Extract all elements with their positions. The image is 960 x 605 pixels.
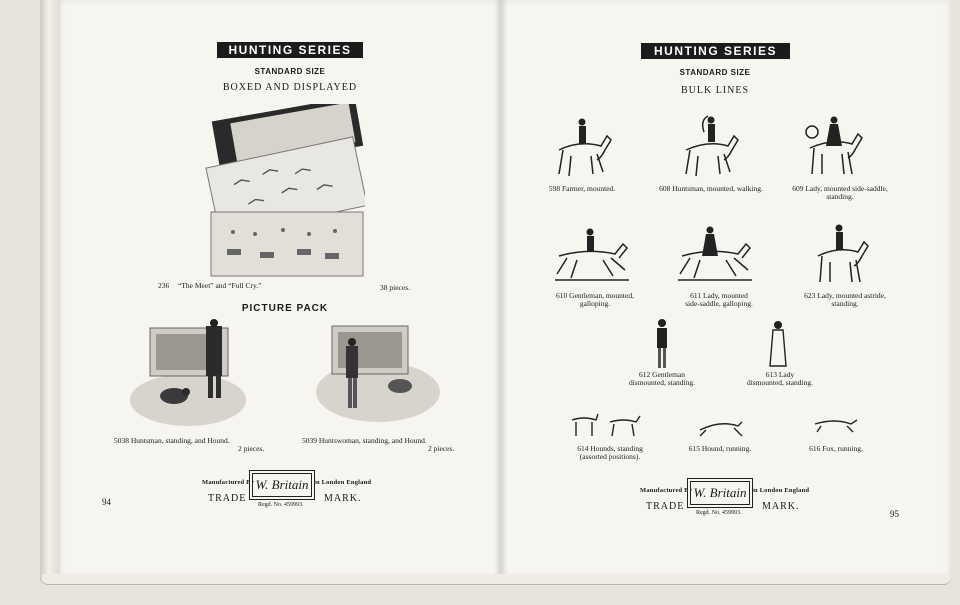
left-banner: HUNTING SERIES [217, 42, 363, 58]
item-616-caption: 616 Fox, running. [809, 444, 863, 453]
boxed-display-photo [205, 104, 365, 279]
item-615-caption: 615 Hound, running. [688, 444, 752, 453]
item-611-caption-line2: side-saddle, galloping. [685, 299, 753, 308]
figure-623-lady-astride [812, 220, 874, 286]
figure-616-fox-running [813, 416, 859, 434]
mfr-trade: TRADE [646, 501, 685, 512]
left-manufacturer-mark: Manufactured By W. Britain in London Eng… [200, 470, 372, 515]
item-236-name: “The Meet” and “Full Cry.” [178, 281, 262, 290]
mfr-top-left: Manufactured By [640, 487, 693, 494]
picture-pack-5039-photo [310, 318, 440, 428]
item-236-number: 236 [158, 281, 170, 290]
right-page-number: 95 [890, 509, 899, 519]
picture-pack-5038-photo [128, 318, 248, 428]
book-gutter [494, 0, 508, 578]
right-size-label: STANDARD SIZE [679, 68, 751, 77]
item-623-caption-line2: standing. [831, 299, 859, 308]
item-611-caption-line1: 611 Lady, mounted [690, 291, 748, 300]
britain-logo: W. Britain [690, 481, 750, 505]
left-size-label: STANDARD SIZE [254, 67, 326, 76]
item-614-caption-line2: (assorted positions). [579, 452, 641, 461]
item-612-caption-line1: 612 Gentleman [638, 370, 686, 379]
bottom-page-edge [42, 574, 950, 585]
item-5039-line1: 5039 Huntswoman, standing, and Hound. [302, 436, 427, 445]
figure-611-lady-galloping [676, 224, 754, 284]
item-610-caption-line2: galloping. [579, 299, 611, 308]
item-613-caption-line1: 613 Lady [765, 370, 795, 379]
figure-610-gentleman-galloping [553, 226, 631, 284]
item-5039-line2: 2 pieces. [428, 444, 455, 453]
item-614-caption-line1: 614 Hounds, standing [577, 444, 643, 453]
item-5038-line2: 2 pieces. [238, 444, 265, 453]
mfr-top-right: in London England [314, 479, 372, 486]
mfr-reg-number: Regd. No. 459993. [258, 502, 304, 508]
item-609-caption-line1: 609 Lady, mounted side-saddle, [792, 184, 888, 193]
figure-598-farmer [551, 112, 615, 180]
britain-logo: W. Britain [252, 473, 312, 497]
item-623-caption-line1: 623 Lady, mounted astride, [804, 291, 886, 300]
figure-615-hound-running [698, 416, 744, 438]
figure-612-gentleman-standing [651, 318, 673, 370]
left-heading-boxed: BOXED AND DISPLAYED [222, 82, 358, 93]
mfr-mark: MARK. [762, 501, 800, 512]
item-610-caption-line1: 610 Gentleman, mounted, [556, 291, 634, 300]
figure-609-lady-side-saddle [800, 110, 870, 180]
page-edges [40, 0, 62, 585]
figure-608-huntsman [680, 110, 744, 180]
item-236-pieces: 38 pieces. [380, 283, 410, 292]
mfr-mark: MARK. [324, 493, 362, 504]
left-page-number: 94 [102, 497, 111, 507]
right-banner: HUNTING SERIES [641, 43, 790, 59]
right-manufacturer-mark: Manufactured By W. Britain in London Eng… [638, 478, 810, 523]
item-598-caption: 598 Farmer, mounted. [548, 184, 616, 193]
item-609-caption-line2: standing. [826, 192, 854, 201]
figure-613-lady-standing [767, 320, 789, 370]
left-heading-picture-pack: PICTURE PACK [241, 303, 329, 314]
mfr-top-right: in London England [752, 487, 810, 494]
figure-614-hounds [570, 410, 646, 440]
mfr-reg-number: Regd. No. 459993. [696, 510, 742, 516]
mfr-top-left: Manufactured By [202, 479, 255, 486]
mfr-trade: TRADE [208, 493, 247, 504]
item-613-caption-line2: dismounted, standing. [746, 378, 814, 387]
left-page [60, 0, 500, 578]
item-612-caption-line2: dismounted, standing. [628, 378, 696, 387]
right-heading-bulk-lines: BULK LINES [680, 85, 750, 96]
item-5038-line1: 5038 Huntsman, standing, and Hound. [114, 436, 230, 445]
item-608-caption: 608 Huntsman, mounted, walking. [659, 184, 763, 193]
